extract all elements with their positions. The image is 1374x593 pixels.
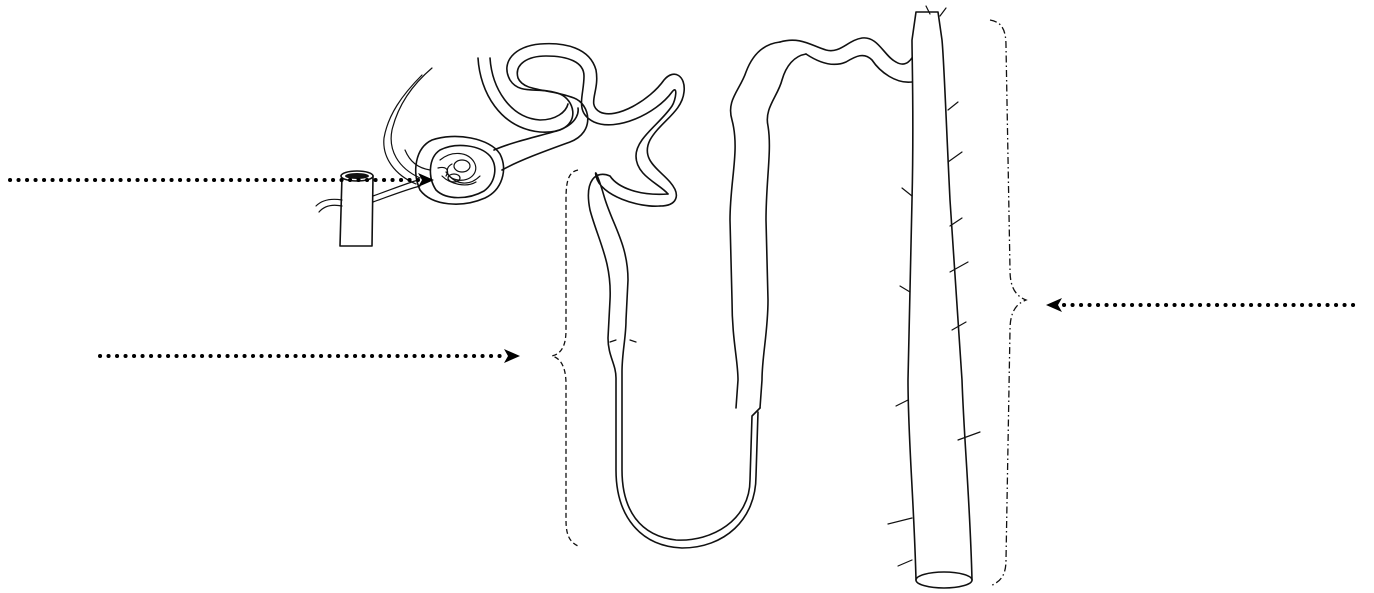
arterioles [384,68,432,184]
loop-of-henle-brace [552,170,578,546]
collecting-duct-brace [990,20,1026,586]
collecting-duct [888,6,980,588]
loop-of-henle [588,42,806,548]
loop-of-henle-pointer [100,349,520,363]
collecting-duct-pointer [1046,298,1360,312]
proximal-convoluted-tubule [478,44,684,206]
glomerulus [438,153,480,184]
renal-vessel [316,171,420,246]
distal-convoluted-tubule [780,38,916,82]
